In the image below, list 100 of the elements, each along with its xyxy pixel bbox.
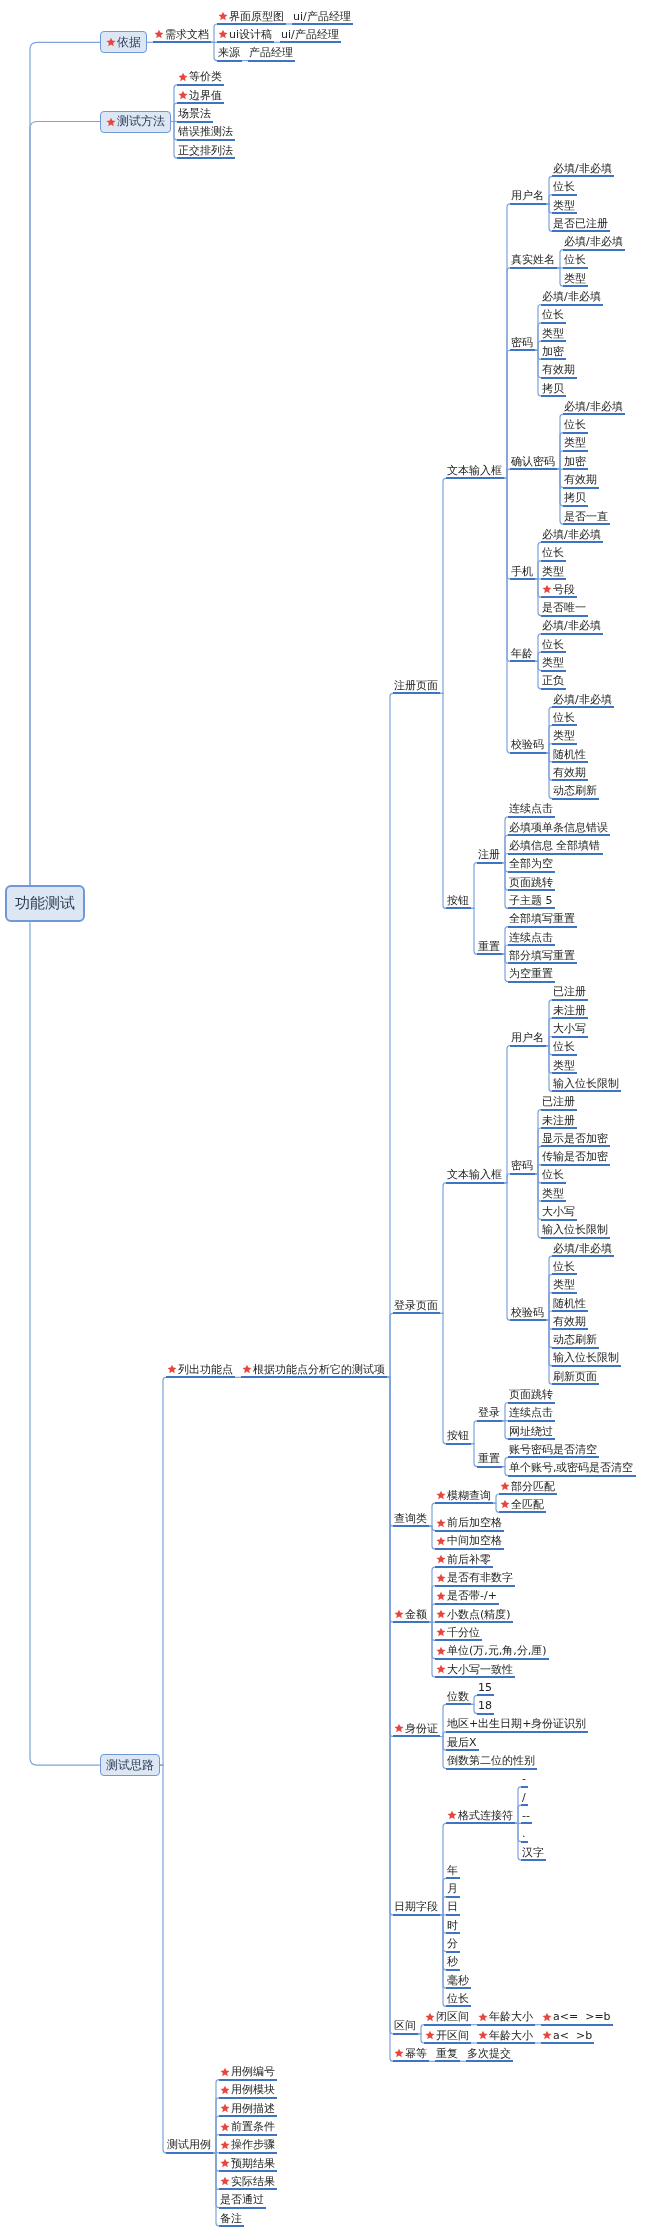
topic-label: 输入位长限制 [553,1351,619,1365]
topic-label: 拷贝 [542,381,564,395]
topic-label: 加密 [542,344,564,358]
underlined-topic [499,1479,557,1495]
underlined-topic [219,2119,277,2136]
topic-label: 实际结果 [231,2174,275,2188]
connector-line [501,862,509,909]
topic-label: 必填/非必填 [553,1241,612,1255]
connector-line [556,450,564,470]
topic-label: 全匹配 [511,1497,544,1511]
connector-line [210,23,218,43]
topic-label: 登录 [478,1406,500,1420]
topic-label: 操作步骤 [231,2138,275,2152]
topic-label: 部分匹配 [511,1479,555,1493]
topic-label: 大小写 [553,1022,586,1035]
topic-label: 有效期 [564,473,597,486]
topic-label: 必填项单条信息错误 [509,820,608,834]
underlined-topic [435,1488,493,1505]
connector-line [146,41,154,43]
topic-label: 用户名 [511,1031,544,1045]
underlined-topic [166,1362,235,1379]
underlined-topic [219,2064,277,2081]
connector-line [439,1914,447,2007]
topic-label: 15 [478,1680,492,1694]
topic-label: 位长 [564,253,586,267]
connector-line [428,1502,436,1527]
topic-label: 查询类 [394,1511,427,1525]
underlined-topic [435,1570,515,1587]
topic-label: 类型 [553,198,575,212]
topic-label: 类型 [553,729,575,743]
topic-label: 传输是否加密 [542,1150,608,1164]
underlined-topic [435,1662,515,1678]
topic-label: / [522,1790,526,1804]
connector-line [514,1822,522,1861]
underlined-topic [435,1552,493,1569]
topic-label: 类型 [553,1278,575,1292]
connector-line [534,349,542,397]
topic-label: 最后X [447,1735,477,1749]
connector-line [470,2024,478,2026]
topic-label: 边界值 [189,88,222,102]
underlined-topic [177,88,224,105]
connector-line [428,1525,436,1550]
connector-line [534,1173,542,1239]
topic-box [100,110,171,133]
topic-label: 年龄大小 [489,2028,533,2042]
topic-label: . [522,1827,526,1841]
underlined-topic [219,2156,277,2173]
underlined-topic [435,1643,549,1660]
topic-label: 千分位 [447,1625,480,1639]
underlined-topic [477,2009,535,2026]
topic-label: 必填/非必填 [542,290,601,303]
topic-label: 位长 [553,180,575,194]
connector-line [545,1319,553,1385]
topic-label: 年龄 [511,646,533,660]
connector-line [470,862,478,909]
topic-label: 必填/非必填 [542,619,601,633]
topic-label: 必填信息 全部填错 [509,839,601,852]
topic-label: 位长 [542,308,564,322]
connector-line [439,1731,447,1738]
topic-label: 按钮 [447,893,469,907]
connector-line [503,477,511,754]
underlined-topic [435,1607,513,1624]
connector-line [534,340,542,351]
topic-label: 毫秒 [447,1973,469,1987]
topic-label: 区间 [394,2019,416,2033]
topic-label: 用例描述 [231,2101,275,2115]
topic-label: 场景法 [178,107,211,120]
connector-line [417,2024,425,2035]
connector-line [417,2033,425,2044]
topic-label: 子主题 5 [509,893,553,907]
topic-label: 18 [478,1699,492,1713]
topic-label: 多次提交 [467,2046,511,2060]
topic-label: 已注册 [553,985,586,999]
topic-label: 前置条件 [231,2120,275,2133]
connector-line [545,1310,553,1321]
underlined-topic [217,9,286,25]
topic-label: 正交排列法 [178,143,233,157]
topic-label: -- [522,1808,530,1822]
topic-label: 备注 [220,2211,242,2225]
connector-line [503,1182,511,1321]
underlined-topic [435,1625,482,1642]
topic-label: 单位(万,元,角,分,厘) [447,1644,547,1658]
underlined-topic [153,27,211,44]
topic-label: 未注册 [542,1113,575,1127]
underlined-topic [499,1497,546,1514]
connector-line [492,1493,500,1504]
topic-label: 显示是否加密 [542,1131,608,1145]
underlined-topic [393,1721,440,1738]
topic-label: 确认密码 [511,454,555,468]
topic-label: 依据 [117,33,141,51]
underlined-topic [435,1533,504,1550]
topic-label: 文本输入框 [447,1168,502,1182]
topic-label: 单个账号,或密码是否清空 [509,1461,634,1475]
topic-label: 模糊查询 [447,1488,491,1502]
connector-line [501,1420,509,1440]
topic-label: 日 [447,1900,458,1914]
central-topic-box [5,885,85,923]
connector-line [159,1764,167,2154]
connector-line [556,267,564,287]
connector-line [470,2042,478,2044]
